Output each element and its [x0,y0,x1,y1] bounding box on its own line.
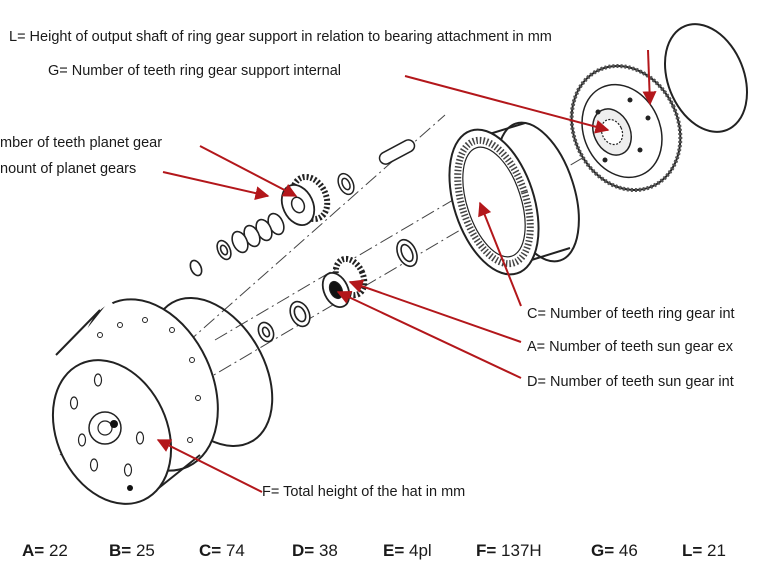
label-b: mber of teeth planet gear [0,135,163,151]
legend-key: D= [292,541,315,560]
planet-pin [378,139,416,165]
label-e: nount of planet gears [0,161,137,177]
legend-key: C= [199,541,222,560]
label-a: A= Number of teeth sun gear ex [527,339,733,355]
legend-value: 21 [707,541,726,560]
arrow-g [404,75,610,134]
label-f: F= Total height of the hat in mm [262,484,466,500]
legend-value: 4pl [409,541,432,560]
legend-value: 22 [48,541,68,560]
legend-key: G= [591,541,615,560]
callout-arrows [156,49,657,493]
planet-gear [280,173,331,226]
legend-item-f: F= 137H [476,541,542,561]
arrow-l [642,49,657,106]
arrow-c [478,201,522,307]
legend-key: F= [476,541,497,560]
legend-key: E= [383,541,405,560]
arrow-e [162,171,270,201]
legend-item-l: L= 21 [682,541,726,561]
values-legend: A= 22 B= 25 C= 74 D= 38 E= 4pl F= 137H G… [0,541,770,565]
arrow-d [336,291,522,379]
legend-value: 137H [501,541,542,560]
needle-bearing-stack [189,212,285,277]
legend-item-e: E= 4pl [383,541,432,561]
legend-item-a: A= 22 [22,541,68,561]
sun-washers [257,238,418,343]
legend-value: 25 [135,541,155,560]
large-o-ring [663,23,749,133]
label-l: L= Height of output shaft of ring gear s… [9,29,552,45]
legend-value: 46 [618,541,638,560]
legend-key: B= [109,541,132,560]
legend-key: L= [682,541,703,560]
legend-item-d: D= 38 [292,541,338,561]
label-g: G= Number of teeth ring gear support int… [48,63,341,79]
legend-value: 74 [225,541,245,560]
label-c: C= Number of teeth ring gear int [527,306,735,322]
legend-item-b: B= 25 [109,541,155,561]
hat-housing [51,298,219,505]
arrow-f [156,439,263,493]
legend-value: 38 [318,541,338,560]
label-d: D= Number of teeth sun gear int [527,374,734,390]
arrow-a [348,279,522,343]
ring-gear [448,121,580,276]
legend-item-c: C= 74 [199,541,245,561]
legend-key: A= [22,541,45,560]
planet-washers [337,172,355,196]
arrow-b [199,145,298,197]
legend-item-g: G= 46 [591,541,638,561]
